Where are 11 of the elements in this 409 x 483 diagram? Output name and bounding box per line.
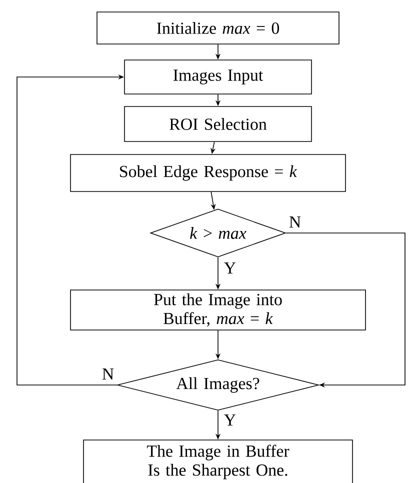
process-box: Put the Image into Buffer, max = k: [70, 290, 366, 330]
process-box: Sobel Edge Response = k: [70, 154, 346, 192]
edge-label: Y: [222, 261, 238, 275]
process-box: ROI Selection: [124, 106, 312, 142]
edge-label: Y: [222, 413, 238, 427]
process-box: Initialize max = 0: [96, 12, 340, 44]
edge-label: N: [100, 367, 116, 381]
edge-label: N: [288, 215, 302, 229]
process-box: The Image in Buffer Is the Sharpest One.: [83, 440, 353, 483]
arrow: [286, 232, 406, 388]
process-box: Images Input: [124, 60, 312, 94]
